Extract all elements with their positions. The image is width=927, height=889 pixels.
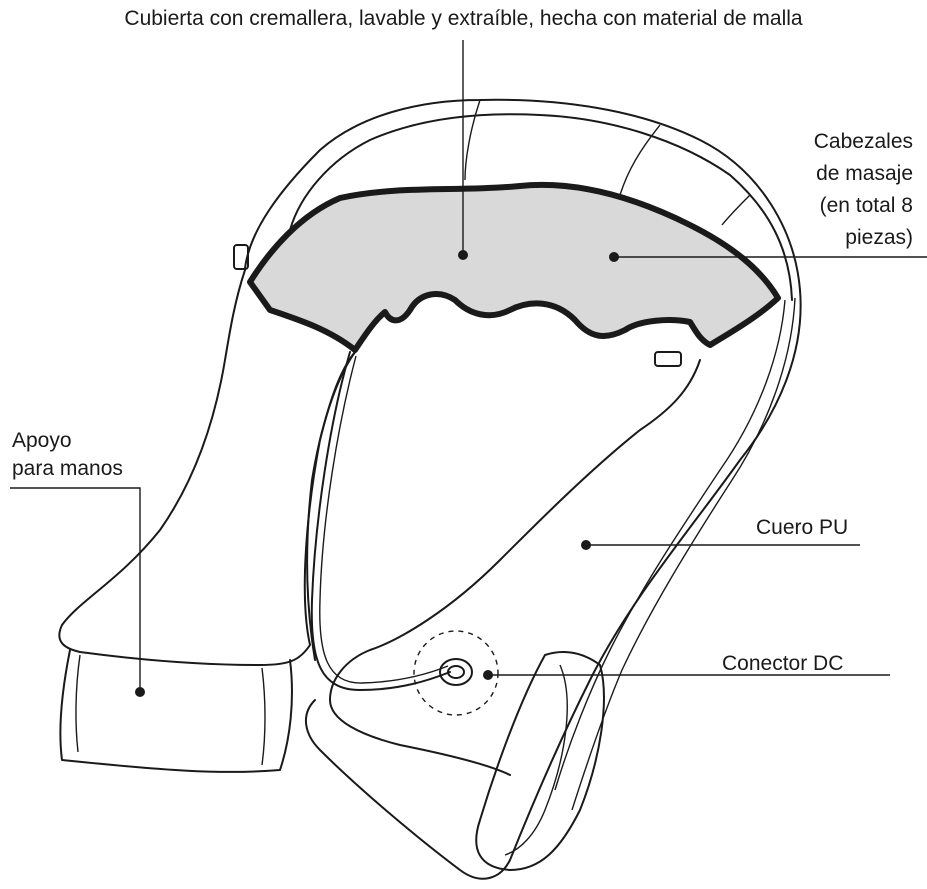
- dot-cover: [458, 250, 468, 260]
- seam-top-1: [465, 100, 480, 180]
- seam-top-2: [620, 125, 660, 195]
- leader-hands: [10, 488, 140, 692]
- label-dc-connector: Conector DC: [722, 651, 843, 677]
- dot-hands: [135, 687, 145, 697]
- label-heads-line4: piezas): [814, 222, 913, 254]
- dot-dc: [483, 670, 493, 680]
- label-hands-line2: para manos: [12, 455, 123, 483]
- left-strap-inner: [76, 655, 80, 752]
- left-strap: [60, 650, 292, 772]
- label-cover: Cubierta con cremallera, lavable y extra…: [0, 6, 927, 32]
- right-strap-inner: [505, 665, 567, 855]
- label-hands-line1: Apoyo: [12, 427, 123, 455]
- dc-connector-outer: [440, 659, 472, 685]
- label-pu-leather: Cuero PU: [756, 515, 848, 541]
- right-strap: [476, 652, 604, 870]
- right-arm-edge-2: [572, 298, 795, 810]
- dc-cable: [312, 352, 450, 690]
- label-hand-support: Apoyo para manos: [12, 427, 123, 483]
- label-heads-line2: de masaje: [814, 158, 913, 190]
- mesh-cover: [250, 185, 778, 350]
- dc-cable-outer: [320, 356, 448, 683]
- zipper-pull-right: [655, 352, 681, 366]
- dot-pu: [581, 540, 591, 550]
- label-heads-line1: Cabezales: [814, 126, 913, 158]
- dot-heads: [609, 252, 619, 262]
- left-strap-inner-2: [262, 668, 265, 765]
- seam-top-3: [722, 195, 750, 225]
- label-massage-heads: Cabezales de masaje (en total 8 piezas): [814, 126, 913, 254]
- right-arm-outline: [330, 360, 700, 775]
- label-heads-line3: (en total 8: [814, 190, 913, 222]
